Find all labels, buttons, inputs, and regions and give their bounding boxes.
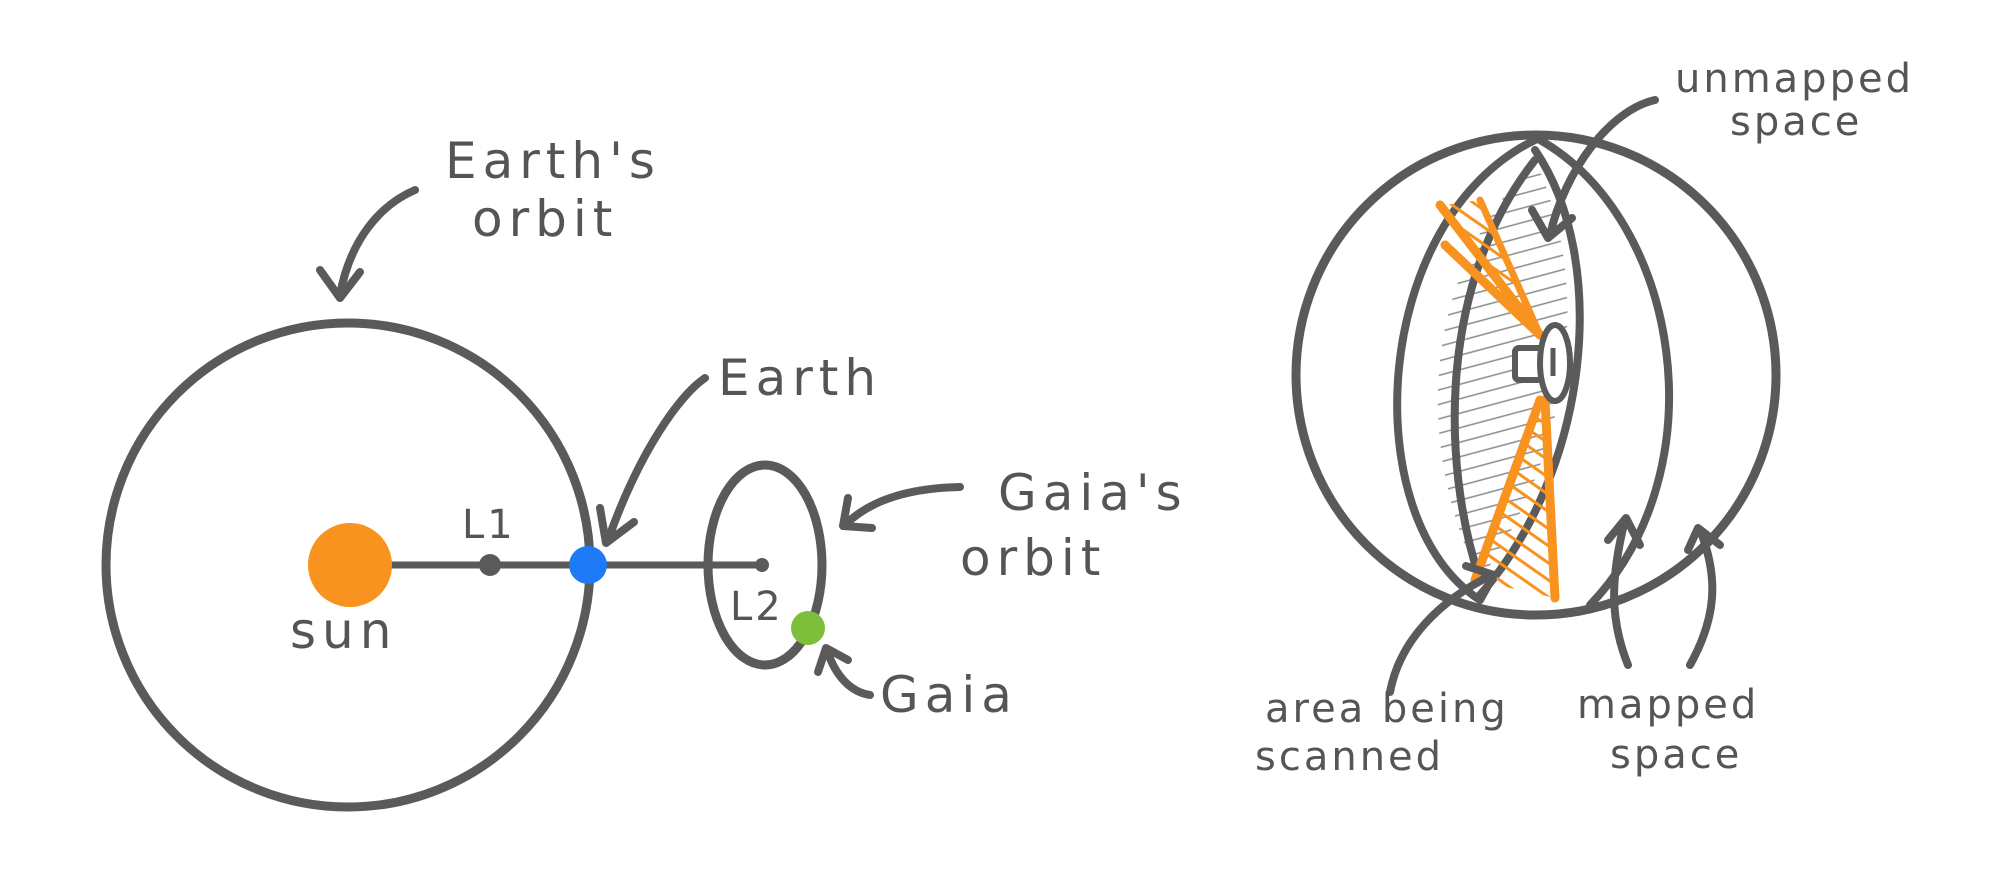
earths-orbit-label-line1: Earth's bbox=[445, 132, 661, 190]
sun-label: sun bbox=[290, 602, 397, 660]
earths-orbit-arrow bbox=[316, 186, 419, 302]
mapped-space-label-line1: mapped bbox=[1577, 682, 1759, 728]
unmapped-space-arrow bbox=[1528, 96, 1659, 242]
l1-label: L1 bbox=[462, 502, 516, 548]
l2-point bbox=[755, 558, 769, 572]
area-scanned-label-line2: scanned bbox=[1255, 734, 1444, 780]
lower-scan-beam-fill bbox=[1475, 400, 1555, 598]
gaia-icon bbox=[791, 611, 825, 645]
gaia-arrow bbox=[814, 644, 874, 699]
l2-label: L2 bbox=[730, 584, 784, 630]
mapped-space-arrow-2 bbox=[1684, 524, 1724, 669]
meridian-arc-1 bbox=[1393, 136, 1539, 604]
scan-beams bbox=[1435, 196, 1560, 603]
upper-scan-beam-edge-2 bbox=[1440, 240, 1545, 340]
gaia-label: Gaia bbox=[880, 666, 1018, 724]
l1-point bbox=[479, 554, 501, 576]
area-scanned-label-line1: area being bbox=[1265, 686, 1509, 732]
earth-icon bbox=[569, 546, 607, 584]
earth-arrow bbox=[596, 374, 709, 547]
earth-label: Earth bbox=[718, 349, 882, 407]
sky-scan-diagram: unmapped space area being scanned mapped… bbox=[1255, 56, 1914, 780]
lower-scan-beam-edge-2 bbox=[1540, 395, 1560, 603]
mapped-space-arrow-1 bbox=[1604, 514, 1644, 669]
solar-system-diagram: Earth's orbit Earth L1 L2 sun Gaia's orb… bbox=[101, 132, 1188, 812]
sun-icon bbox=[308, 523, 392, 607]
earths-orbit-label-line2: orbit bbox=[472, 190, 618, 248]
unmapped-space-label-line1: unmapped bbox=[1675, 56, 1914, 102]
mapped-space-label-line2: space bbox=[1610, 732, 1742, 778]
gaias-orbit-arrow bbox=[839, 483, 964, 532]
upper-scan-beam-edge-3 bbox=[1476, 196, 1544, 339]
lower-scan-beam-edge-1 bbox=[1470, 395, 1545, 585]
gaias-orbit-ellipse bbox=[703, 460, 827, 670]
unmapped-space-label-line2: space bbox=[1730, 99, 1862, 145]
gaias-orbit-label-line2: orbit bbox=[960, 529, 1106, 587]
meridian-arc-2 bbox=[1450, 156, 1539, 584]
area-scanned-arrow bbox=[1386, 562, 1498, 696]
sky-sphere-outline bbox=[1291, 130, 1781, 620]
gaia-satellite-icon bbox=[1512, 322, 1573, 404]
gaias-orbit-label-line1: Gaia's bbox=[998, 464, 1188, 522]
